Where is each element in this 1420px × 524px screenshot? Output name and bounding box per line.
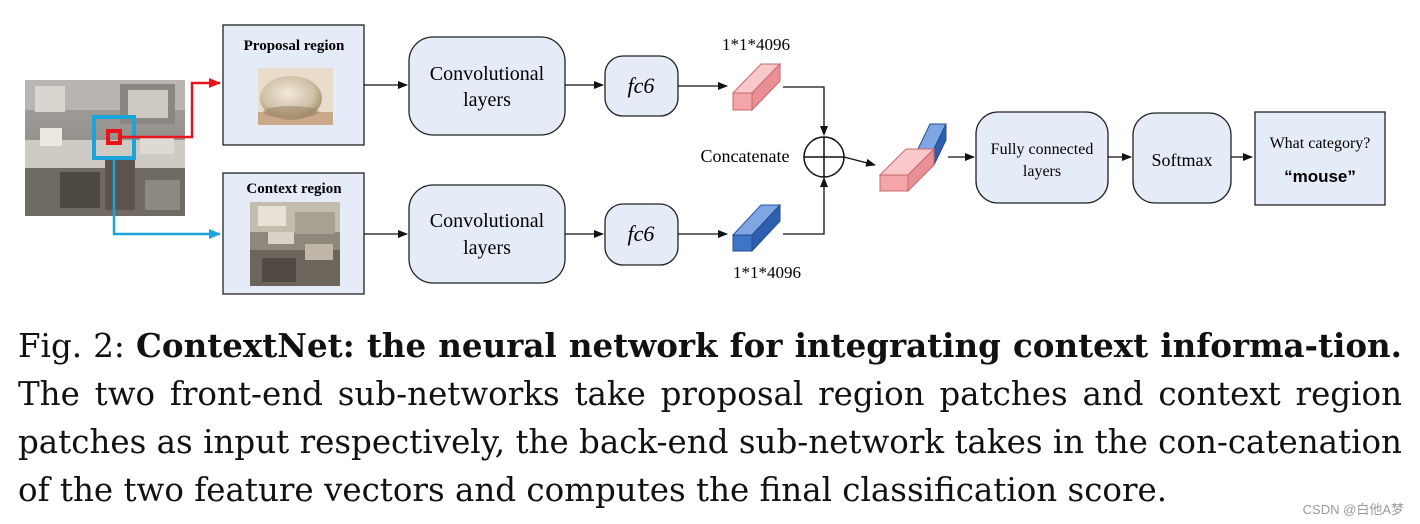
context-arrow bbox=[112, 158, 221, 239]
conv-layers-bottom-box: Convolutional layers bbox=[408, 184, 566, 284]
conv-top-line2: layers bbox=[463, 89, 511, 111]
watermark: CSDN @白他A梦 bbox=[1302, 502, 1404, 517]
output-box: What category? “mouse” bbox=[1254, 111, 1386, 206]
conv-layers-top-box: Convolutional layers bbox=[408, 36, 566, 136]
context-region-box: Context region bbox=[222, 172, 365, 295]
proposal-region-box: Proposal region bbox=[222, 24, 365, 146]
arrow-bottom-to-concat bbox=[783, 177, 828, 235]
conv-bottom-line2: layers bbox=[463, 237, 511, 259]
proposal-region-label: Proposal region bbox=[244, 38, 345, 54]
concatenate-label: Concatenate bbox=[701, 146, 790, 166]
figure-body: The two front-end sub-networks take prop… bbox=[18, 375, 1402, 509]
figure-label: Fig. 2: bbox=[18, 327, 125, 365]
conv-bottom-line1: Convolutional bbox=[430, 210, 545, 232]
output-question: What category? bbox=[1270, 135, 1371, 152]
vector-bottom-label: 1*1*4096 bbox=[733, 263, 801, 282]
combined-feature-vector bbox=[878, 123, 947, 193]
fc-line2: layers bbox=[1023, 163, 1061, 180]
fc6-top-label: fc6 bbox=[628, 73, 655, 98]
figure-title: ContextNet: the neural network for integ… bbox=[136, 326, 1402, 365]
softmax-box: Softmax bbox=[1132, 112, 1232, 204]
fc6-bottom-box: fc6 bbox=[604, 203, 679, 266]
proposal-arrow bbox=[120, 78, 221, 139]
office-scene-image bbox=[25, 80, 185, 216]
fc6-bottom-label: fc6 bbox=[628, 221, 655, 246]
fc-line1: Fully connected bbox=[991, 141, 1094, 158]
proposal-patch-image bbox=[258, 68, 333, 125]
feature-vector-bottom bbox=[731, 203, 782, 253]
fully-connected-box: Fully connected layers bbox=[975, 111, 1109, 204]
context-patch-image bbox=[250, 202, 340, 286]
context-region-label: Context region bbox=[246, 181, 342, 197]
concatenate-symbol bbox=[803, 136, 845, 178]
conv-top-line1: Convolutional bbox=[430, 63, 545, 85]
softmax-label: Softmax bbox=[1152, 150, 1213, 170]
vector-top-label: 1*1*4096 bbox=[722, 35, 790, 54]
arrow-top-to-concat bbox=[783, 86, 828, 136]
contextnet-diagram: Proposal region Context region Convoluti… bbox=[25, 24, 1386, 295]
figure-caption: Fig. 2: ContextNet: the neural network f… bbox=[18, 322, 1402, 514]
output-answer: “mouse” bbox=[1284, 167, 1356, 186]
feature-vector-top bbox=[731, 62, 782, 112]
fc6-top-box: fc6 bbox=[604, 55, 679, 117]
arrow-concat-to-combined bbox=[843, 156, 876, 167]
